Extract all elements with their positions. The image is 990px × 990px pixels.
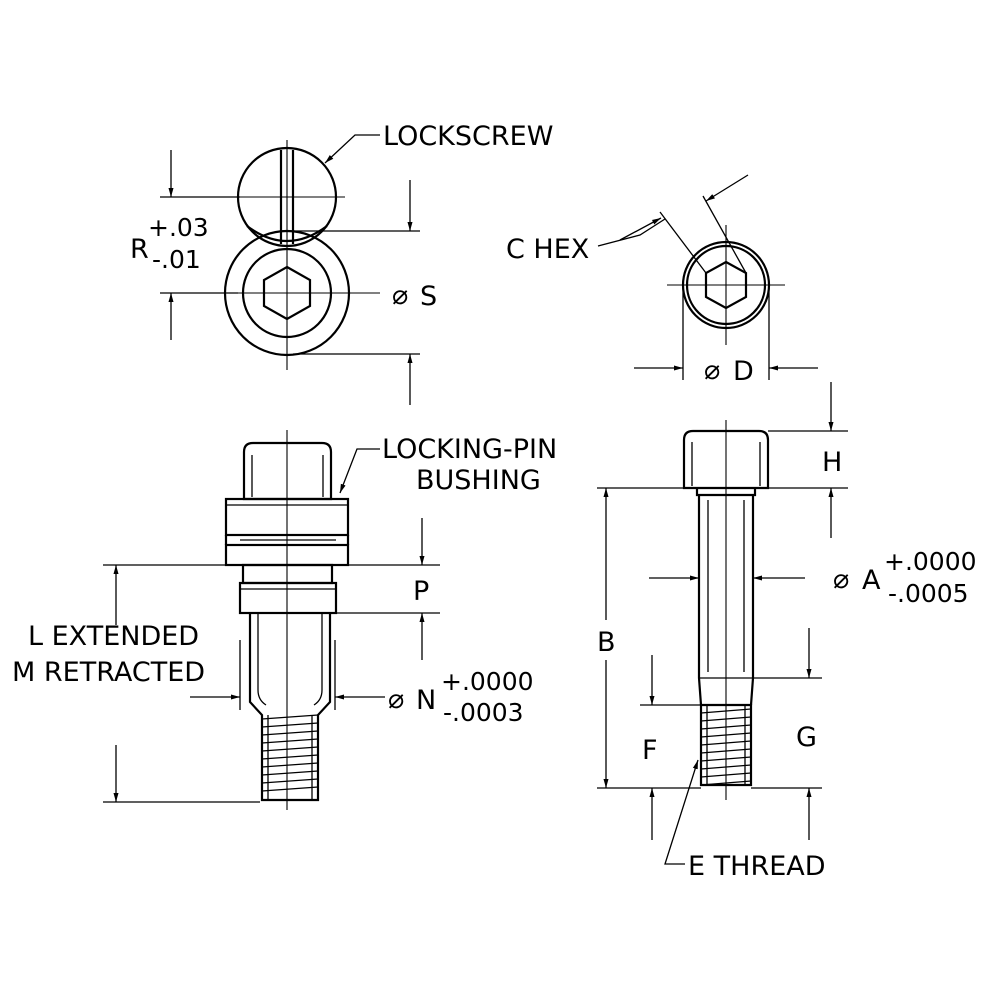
n-plus-tolerance: +.0000 [441,667,534,696]
locking-pin-label-line2: BUSHING [416,465,541,496]
g-label: G [796,722,817,753]
a-label: A [862,565,881,596]
b-label: B [597,627,616,658]
bushing-end-view: LOCKSCREW R +.03 -.01 ⌀ S [130,121,553,405]
n-diameter-symbol: ⌀ [388,684,404,715]
m-retracted-label: M RETRACTED [12,657,205,688]
h-label: H [822,447,842,478]
screw-end-view: C HEX ⌀ D [506,174,818,387]
locking-pin-label-line1: LOCKING-PIN [382,434,557,465]
r-label: R [130,234,149,265]
s-label: S [420,281,437,312]
c-hex-label: C HEX [506,234,589,265]
r-minus-tolerance: -.01 [152,245,201,274]
r-plus-tolerance: +.03 [148,213,209,242]
f-label: F [642,735,658,766]
lockscrew-label: LOCKSCREW [383,121,553,152]
p-label: P [413,576,429,607]
d-label: D [733,356,754,387]
bushing-side-view: LOCKING-PIN BUSHING P L EXTENDED M RETRA… [12,430,557,810]
screw-side-view: H ⌀ A +.0000 -.0005 B F G E THREAD [597,382,977,882]
d-diameter-symbol: ⌀ [704,355,720,386]
n-minus-tolerance: -.0003 [443,698,524,727]
e-thread-label: E THREAD [688,851,826,882]
a-diameter-symbol: ⌀ [833,564,849,595]
s-diameter-symbol: ⌀ [392,280,408,311]
n-label: N [416,685,436,716]
a-plus-tolerance: +.0000 [884,547,977,576]
bushing-threads [261,714,319,800]
l-extended-label: L EXTENDED [28,621,199,652]
a-minus-tolerance: -.0005 [888,579,969,608]
